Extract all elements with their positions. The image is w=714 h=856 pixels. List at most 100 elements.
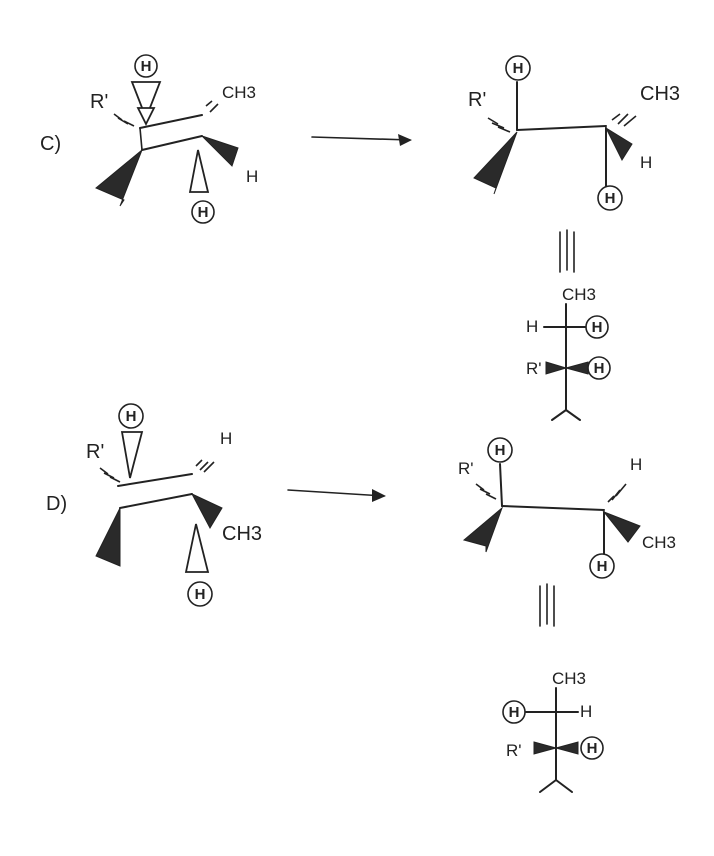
panel-c-product: H R' CH3 H H — [468, 55, 680, 211]
r-group-label: R' — [468, 89, 486, 111]
wedge-right — [602, 510, 641, 543]
panel-c-label: C) — [40, 133, 61, 155]
hash-h-1 — [607, 495, 615, 503]
hash-h-2 — [199, 461, 209, 471]
hash-me-2 — [617, 113, 629, 125]
arrowhead-c — [398, 134, 412, 146]
hash-h-1 — [195, 459, 203, 467]
open-arrow-up — [184, 523, 210, 573]
equivalence-d — [539, 583, 555, 627]
double-bond-upper — [139, 114, 203, 129]
cc-bond — [516, 125, 607, 131]
methyl-label: CH3 — [222, 83, 256, 102]
fischer-row1-right: H — [592, 319, 603, 336]
hash-bond-3 — [123, 120, 135, 127]
bond-left — [139, 127, 143, 151]
bond-up — [499, 463, 503, 507]
fischer-fork-left — [539, 779, 557, 793]
double-bond-lower — [141, 135, 203, 151]
fischer-top: CH3 — [552, 669, 586, 688]
fischer-fork-right — [555, 779, 573, 793]
h-circle-top — [134, 54, 158, 78]
hash-h-3 — [615, 483, 627, 497]
hash-methyl-2 — [209, 103, 219, 113]
double-bond-upper — [117, 473, 193, 487]
fischer-fork-left — [551, 409, 567, 421]
h-circle — [587, 356, 611, 380]
fischer-row1-left: H — [509, 704, 520, 721]
hash-r-1 — [99, 467, 109, 475]
hash-r-3 — [109, 476, 121, 483]
cc-bond — [501, 505, 605, 511]
hash-r-1 — [487, 117, 499, 125]
hash-me-3 — [623, 115, 637, 127]
hash-r-2 — [491, 122, 505, 129]
fischer-wedge-left — [533, 741, 558, 755]
fischer-row2-left: R' — [506, 741, 522, 760]
h-label: H — [220, 429, 232, 448]
fischer-wedge-right — [554, 741, 579, 755]
wedge-left — [95, 148, 144, 207]
panel-d: D) H R' H CH3 H H — [46, 403, 676, 793]
hash-methyl-1 — [205, 100, 213, 107]
h-bottom-label: H — [597, 558, 608, 575]
h-label: H — [630, 455, 642, 474]
h-circle-bottom — [589, 553, 615, 579]
hash-me-1 — [611, 113, 621, 121]
h-bottom-label: H — [195, 586, 206, 603]
h-top-label: H — [495, 442, 506, 459]
panel-d-reactant: H R' H CH3 H — [86, 403, 262, 607]
h-circle — [580, 736, 604, 760]
fischer-wedge-left — [545, 361, 568, 375]
wedge-left — [95, 507, 121, 567]
r-group-label: R' — [90, 91, 108, 113]
r-group-label: R' — [86, 441, 104, 463]
wedge-left — [462, 506, 504, 553]
double-bond-lower — [119, 493, 193, 509]
reaction-arrow-d — [287, 489, 385, 497]
methyl-label: CH3 — [642, 533, 676, 552]
h-label: H — [640, 153, 652, 172]
open-arrow-up — [188, 149, 210, 193]
methyl-label: CH3 — [222, 523, 262, 545]
h-label: H — [246, 167, 258, 186]
panel-d-label: D) — [46, 493, 67, 515]
methyl-label: CH3 — [640, 83, 680, 105]
h-circle-top — [487, 437, 513, 463]
fischer-c: CH3 H H R' H — [526, 285, 611, 421]
wedge-right — [604, 126, 633, 162]
fischer-top: CH3 — [562, 285, 596, 304]
panel-c-reactant: H R' CH3 H H — [90, 54, 258, 224]
wedge-right — [190, 492, 223, 530]
hash-r-2 — [103, 472, 115, 479]
h-circle-top — [505, 55, 531, 81]
h-circle-bottom — [187, 581, 213, 607]
hash-r-3 — [497, 126, 511, 133]
open-arrow-tip — [136, 107, 156, 127]
open-arrow-down — [130, 81, 162, 121]
fischer-d: CH3 H H R' H — [502, 669, 604, 793]
h-circle-top — [118, 403, 144, 429]
fischer-row2-right: H — [594, 360, 605, 377]
open-arrow-down — [120, 431, 144, 479]
h-top-label: H — [513, 60, 524, 77]
equivalence-c — [559, 229, 575, 273]
hash-h-3 — [203, 461, 215, 473]
h-bottom-label: H — [605, 190, 616, 207]
hash-r-1 — [475, 483, 485, 491]
wedge-left — [473, 131, 518, 195]
hash-r-2 — [479, 488, 491, 495]
panel-d-product: H R' H CH3 H — [458, 437, 676, 579]
arrowhead-d — [372, 489, 386, 502]
wedge-right — [201, 135, 239, 167]
reaction-arrow-c — [311, 136, 411, 141]
h-circle-bottom — [597, 185, 623, 211]
h-circle-bottom — [191, 200, 215, 224]
fischer-row2-right: H — [587, 740, 598, 757]
fischer-row1-right: H — [580, 702, 592, 721]
fischer-fork-right — [565, 409, 581, 421]
h-top-label: H — [141, 58, 152, 75]
panel-c: C) H R' CH3 H — [40, 54, 680, 421]
